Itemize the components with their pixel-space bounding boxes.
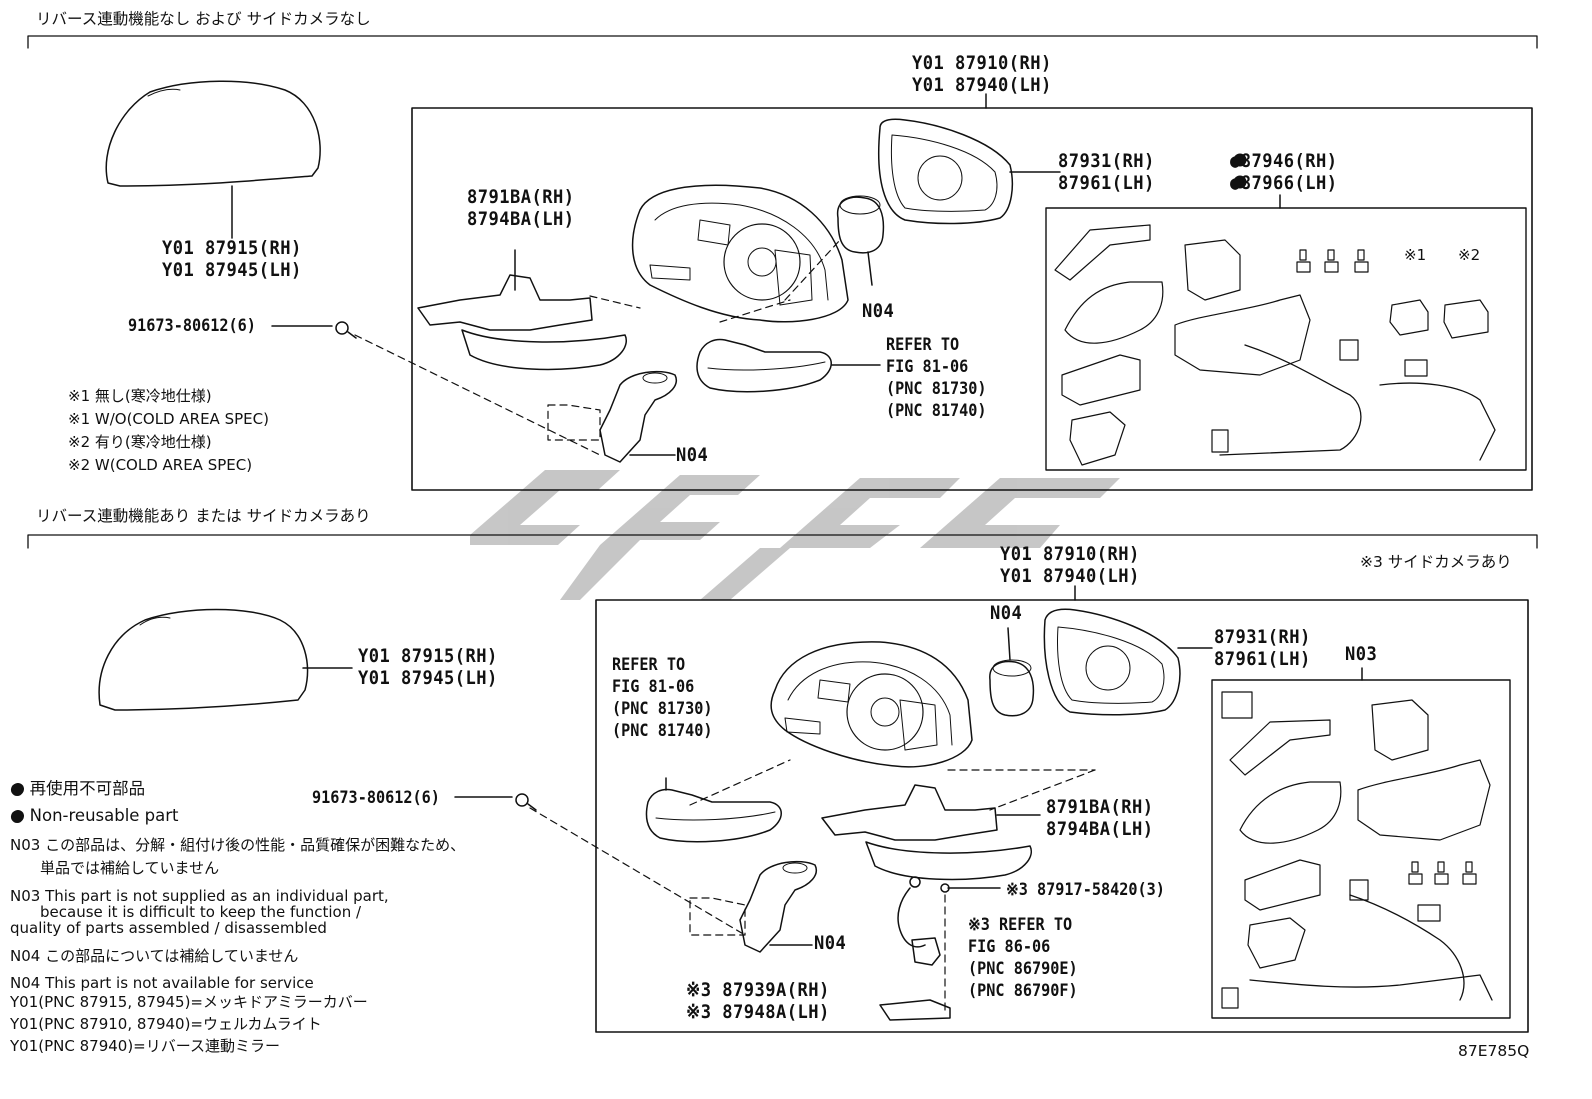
legend-line-2: ● Non-reusable part bbox=[10, 806, 179, 825]
figure-code: 87E785Q bbox=[1458, 1042, 1530, 1060]
bottom-bracket-n04-shape bbox=[739, 860, 817, 953]
top-bracket-n04-shape bbox=[599, 370, 677, 463]
top-mirror-cover-shape bbox=[105, 80, 321, 239]
top-mirror-housing-shape bbox=[631, 184, 849, 323]
bottom-n03-label: N03 bbox=[1345, 643, 1378, 665]
legend-line-6: because it is difficult to keep the func… bbox=[10, 903, 362, 921]
top-note-4: ※2 W(COLD AREA SPEC) bbox=[68, 456, 253, 474]
bottom-housing-label: 8791BA(RH) 8794BA(LH) bbox=[1046, 796, 1154, 840]
bottom-mirror-housing-shape bbox=[770, 641, 973, 768]
top-housing-label: 8791BA(RH) 8794BA(LH) bbox=[467, 186, 575, 230]
bottom-mirror-frame-shape bbox=[821, 784, 1041, 881]
top-assembly-label: Y01 87910(RH) Y01 87940(LH) bbox=[912, 52, 1052, 96]
legend-line-3: N03 この部品は、分解・組付け後の性能・品質確保が困難なため、 bbox=[10, 836, 466, 854]
bottom-section-bracket bbox=[27, 534, 1538, 549]
legend-line-12: Y01(PNC 87940)=リバース連動ミラー bbox=[10, 1037, 280, 1055]
bottom-actuator-box bbox=[1211, 679, 1511, 1019]
bottom-actuator-parts-shape bbox=[1221, 691, 1493, 1009]
bottom-screw-shape bbox=[454, 793, 537, 811]
bottom-screw-label: 91673-80612(6) bbox=[312, 788, 440, 807]
top-section-bracket bbox=[27, 35, 1538, 49]
legend-line-11: Y01(PNC 87910, 87940)=ウェルカムライト bbox=[10, 1015, 322, 1033]
top-bracket-n04-label: N04 bbox=[676, 444, 709, 466]
bottom-camera-note: ※3 サイドカメラあり bbox=[1360, 553, 1512, 571]
legend-bullets bbox=[12, 153, 1247, 822]
top-note-3: ※2 有り(寒冷地仕様) bbox=[68, 433, 212, 451]
top-note-1: ※1 無し(寒冷地仕様) bbox=[68, 387, 212, 405]
bottom-assembly-label: Y01 87910(RH) Y01 87940(LH) bbox=[1000, 543, 1140, 587]
top-screw-shape bbox=[271, 321, 357, 339]
bottom-bracket-n04-label: N04 bbox=[814, 932, 847, 954]
legend-line-4: 単品では補給していません bbox=[10, 859, 220, 877]
legend-line-9: N04 This part is not available for servi… bbox=[10, 974, 314, 992]
legend-line-5: N03 This part is not supplied as an indi… bbox=[10, 887, 389, 905]
bottom-cover-label: Y01 87915(RH) Y01 87945(LH) bbox=[358, 645, 498, 689]
bottom-assembly-box bbox=[595, 599, 1529, 1033]
bottom-refer-label: REFER TO FIG 81-06 (PNC 81730) (PNC 8174… bbox=[612, 655, 713, 740]
bottom-motor-shape bbox=[989, 627, 1035, 717]
top-note-2: ※1 W/O(COLD AREA SPEC) bbox=[68, 410, 269, 428]
top-actuator-label: ●87946(RH) ●87966(LH) bbox=[1230, 150, 1338, 194]
bottom-mirror-cover-shape bbox=[98, 608, 353, 711]
top-option2-mark: ※2 bbox=[1458, 246, 1481, 264]
bottom-camera-label: ※3 87939A(RH) ※3 87948A(LH) bbox=[686, 979, 830, 1023]
top-screw-label: 91673-80612(6) bbox=[128, 316, 256, 335]
watermark-logo bbox=[470, 470, 1120, 600]
legend-line-1: ● 再使用不可部品 bbox=[10, 779, 146, 798]
top-dashed-guides bbox=[354, 239, 841, 456]
top-section-title: リバース連動機能なし および サイドカメラなし bbox=[36, 10, 371, 28]
legend-line-8: N04 この部品については補給していません bbox=[10, 947, 299, 965]
top-turn-signal-shape bbox=[696, 338, 881, 393]
bottom-mirror-glass-shape bbox=[1043, 608, 1213, 716]
top-motor-shape bbox=[836, 195, 885, 286]
top-option1-mark: ※1 bbox=[1404, 246, 1427, 264]
bottom-section-title: リバース連動機能あり または サイドカメラあり bbox=[36, 507, 371, 525]
bottom-screw2-label: ※3 87917-58420(3) bbox=[1006, 880, 1165, 899]
bottom-camera-harness-shape bbox=[879, 876, 1001, 1021]
top-actuator-box bbox=[1045, 207, 1527, 471]
bottom-refer2-label: ※3 REFER TO FIG 86-06 (PNC 86790E) (PNC … bbox=[968, 915, 1078, 1000]
top-mirror-label: 87931(RH) 87961(LH) bbox=[1058, 150, 1155, 194]
top-cover-label: Y01 87915(RH) Y01 87945(LH) bbox=[162, 237, 302, 281]
legend-line-7: quality of parts assembled / disassemble… bbox=[10, 919, 327, 937]
bottom-motor-n04-label: N04 bbox=[990, 602, 1023, 624]
legend-line-10: Y01(PNC 87915, 87945)=メッキドアミラーカバー bbox=[10, 993, 368, 1011]
top-mirror-glass-shape bbox=[877, 118, 1061, 225]
bottom-mirror-label: 87931(RH) 87961(LH) bbox=[1214, 626, 1311, 670]
top-assembly-box bbox=[411, 107, 1533, 491]
bottom-turn-signal-shape bbox=[645, 777, 782, 843]
top-refer-label: REFER TO FIG 81-06 (PNC 81730) (PNC 8174… bbox=[886, 335, 987, 420]
top-mirror-frame-shape bbox=[417, 249, 627, 371]
bottom-dashed-guides bbox=[529, 759, 1096, 1011]
top-actuator-parts-shape bbox=[1054, 224, 1496, 466]
top-motor-n04-label: N04 bbox=[862, 300, 895, 322]
